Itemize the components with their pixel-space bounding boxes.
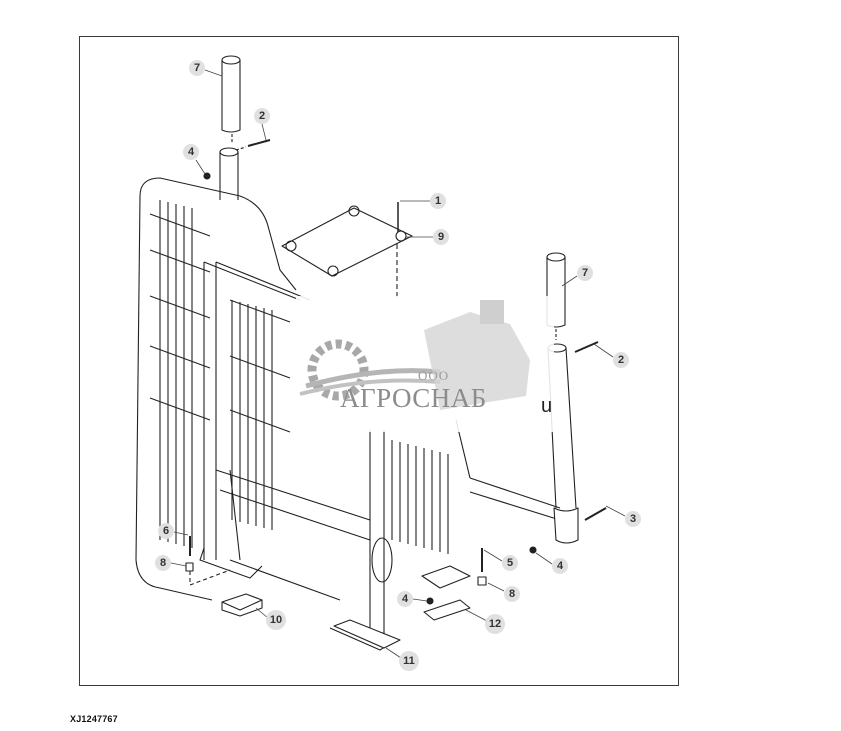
watermark-name: АГРОСНАБ bbox=[340, 383, 487, 413]
callout-10: 10 bbox=[266, 610, 286, 630]
callout-4: 4 bbox=[397, 591, 413, 607]
figure-id-label: XJ1247767 bbox=[70, 714, 118, 724]
callout-4: 4 bbox=[183, 144, 199, 160]
callout-6: 6 bbox=[158, 523, 174, 539]
callout-4: 4 bbox=[552, 558, 568, 574]
watermark-graphic bbox=[296, 296, 554, 432]
callout-9: 9 bbox=[433, 229, 449, 245]
pin-left bbox=[203, 55, 271, 200]
callout-2: 2 bbox=[613, 352, 629, 368]
callout-5: 5 bbox=[502, 555, 518, 571]
callout-8: 8 bbox=[504, 586, 520, 602]
watermark-suffix: u bbox=[541, 395, 553, 417]
callout-8: 8 bbox=[155, 555, 171, 571]
callout-11: 11 bbox=[399, 651, 419, 671]
callout-12: 12 bbox=[485, 614, 505, 634]
callout-2: 2 bbox=[254, 108, 270, 124]
callout-3: 3 bbox=[625, 511, 641, 527]
plate bbox=[281, 202, 413, 300]
callout-7: 7 bbox=[577, 265, 593, 281]
watermark-prefix: ООО bbox=[418, 368, 450, 383]
grille bbox=[135, 177, 561, 651]
callout-7: 7 bbox=[189, 60, 205, 76]
callout-1: 1 bbox=[430, 193, 446, 209]
hardware bbox=[185, 536, 487, 649]
